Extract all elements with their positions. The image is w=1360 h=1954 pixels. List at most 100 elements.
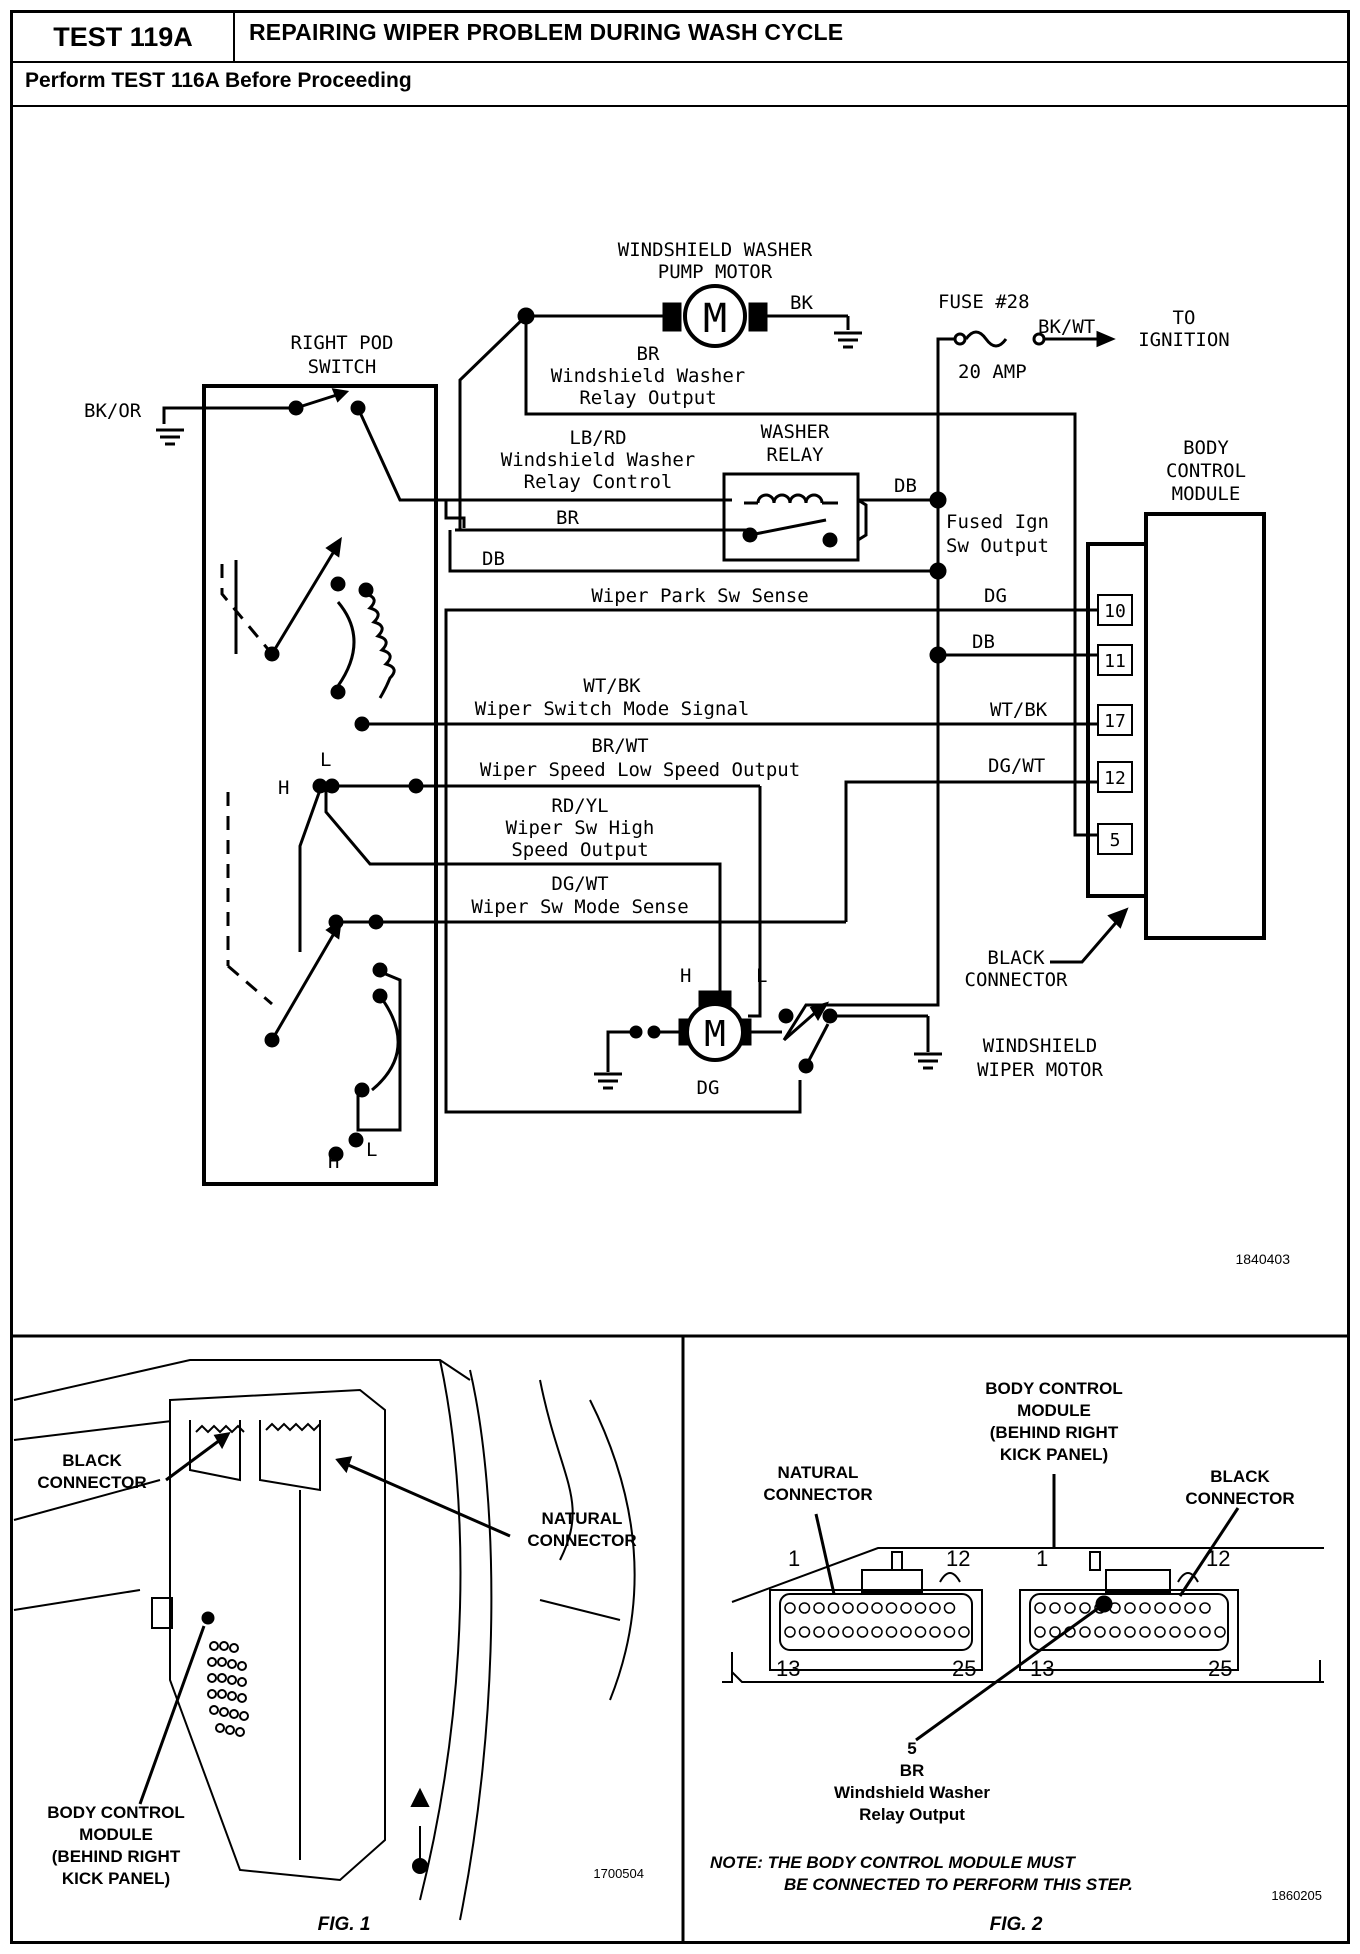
black-connector-pins: [1034, 1602, 1226, 1638]
connector-pin: [943, 1626, 956, 1638]
motor-h-label: H: [680, 965, 691, 987]
wire-brwt-label: BR/WT: [591, 735, 648, 757]
connector-pin: [1094, 1626, 1106, 1638]
connector-pin: [1124, 1602, 1136, 1614]
wire-db-relay-label: DB: [894, 475, 917, 497]
fig2-bcm-label-3: (BEHIND RIGHT: [990, 1423, 1119, 1442]
connector-pin: [1184, 1626, 1196, 1638]
washer-output-label-2: Relay Output: [579, 387, 716, 409]
wire-bkor-label: BK/OR: [84, 400, 142, 422]
fig2-code: 1860205: [1271, 1888, 1322, 1903]
pin-17: 17: [1104, 711, 1126, 732]
connector-pin: [943, 1602, 956, 1614]
wire-dgwt-right-label: DG/WT: [988, 755, 1045, 777]
connector-pin: [813, 1626, 825, 1638]
wire-rdyl-label: RD/YL: [551, 795, 608, 817]
high-speed-label-2: Speed Output: [511, 839, 648, 861]
fig1-natural-connector-label: NATURAL: [542, 1509, 623, 1528]
connector-pin: [1139, 1626, 1151, 1638]
connector-pin: [1034, 1626, 1046, 1638]
right-pod-label: RIGHT POD: [291, 332, 394, 354]
fig2-note-2: BE CONNECTED TO PERFORM THIS STEP.: [784, 1875, 1133, 1894]
connector-pin: [929, 1602, 941, 1614]
connector-pin: [798, 1602, 811, 1614]
connector-pin: [914, 1626, 927, 1638]
wire-bk-label: BK: [790, 292, 813, 314]
pin-5: 5: [1110, 830, 1121, 851]
park-sense-label: Wiper Park Sw Sense: [591, 585, 808, 607]
pin-13-natural: 13: [776, 1656, 800, 1681]
pin-10: 10: [1104, 601, 1126, 622]
pump-motor-label: WINDSHIELD WASHER: [618, 239, 813, 261]
connector-pin: [1049, 1602, 1061, 1614]
wire-dg-label: DG: [984, 585, 1007, 607]
connector-pin: [900, 1602, 912, 1614]
wire-wtbk-right-label: WT/BK: [990, 699, 1048, 721]
connector-pin: [1214, 1626, 1226, 1638]
fig2-illustration: [722, 1547, 1324, 1683]
pin-12: 12: [1104, 768, 1126, 789]
body-control-module-box: [1144, 512, 1266, 940]
connector-pin: [1154, 1602, 1166, 1614]
connector-pin: [1049, 1626, 1061, 1638]
fig1-illustration: [13, 1359, 636, 1921]
fig2-leaders: [814, 1474, 1240, 1742]
connector-pin: [1139, 1602, 1151, 1614]
relay-control-label: Windshield Washer: [501, 449, 695, 471]
fig2-bcm-label: BODY CONTROL: [985, 1379, 1123, 1398]
high-speed-label: Wiper Sw High: [506, 817, 655, 839]
connector-pin: [813, 1602, 825, 1614]
right-pod-label-2: SWITCH: [308, 356, 377, 378]
connector-pin: [871, 1602, 883, 1614]
fig1-black-connector-label: BLACK: [62, 1451, 122, 1470]
connector-pin: [1184, 1602, 1196, 1614]
callout-label: Windshield Washer: [834, 1783, 990, 1802]
black-connector-callout: BLACK: [987, 947, 1045, 969]
connector-pin: [1079, 1602, 1091, 1614]
fused-ign-label: Fused Ign: [946, 511, 1049, 533]
black-connector-box: [1086, 542, 1148, 898]
connector-pin: [827, 1602, 840, 1614]
connector-pin: [1199, 1626, 1211, 1638]
fused-ign-label-2: Sw Output: [946, 535, 1049, 557]
low-speed-label: Wiper Speed Low Speed Output: [480, 759, 800, 781]
mode-signal-label: Wiper Switch Mode Signal: [475, 698, 750, 720]
to-ignition-label: TO: [1173, 307, 1196, 329]
natural-connector-pins: [784, 1602, 970, 1638]
bcm-label-2: CONTROL: [1166, 460, 1246, 482]
motor-l-label: L: [756, 965, 767, 987]
connector-pin: [842, 1626, 854, 1638]
wiper-motor-m: M: [704, 1014, 726, 1055]
mode-sense-label: Wiper Sw Mode Sense: [471, 896, 688, 918]
wiper-motor-symbol: [685, 1002, 745, 1062]
connector-pin: [1199, 1602, 1211, 1614]
fig2-black-label-2: CONNECTOR: [1185, 1489, 1294, 1508]
washer-output-label: Windshield Washer: [551, 365, 745, 387]
pin-11: 11: [1104, 651, 1126, 672]
connector-pin: [784, 1626, 796, 1638]
pin-12-natural: 12: [946, 1546, 970, 1571]
wire-br-label: BR: [637, 343, 660, 365]
pin-13-black: 13: [1030, 1656, 1054, 1681]
wire-db-left-label: DB: [482, 548, 505, 570]
to-ignition-label-2: IGNITION: [1138, 329, 1230, 351]
bottom-h-label: H: [328, 1151, 339, 1173]
fig1-bcm-label-2: MODULE: [79, 1825, 153, 1844]
connector-pin: [1079, 1626, 1091, 1638]
bcm-label-3: MODULE: [1172, 483, 1241, 505]
connector-pin: [798, 1626, 811, 1638]
connector-pin: [856, 1626, 869, 1638]
bottom-l-label: L: [366, 1139, 377, 1161]
wiper-motor-label: WINDSHIELD: [983, 1035, 1097, 1057]
fig2-bcm-label-4: KICK PANEL): [1000, 1445, 1108, 1464]
wire-dgwt-label: DG/WT: [551, 873, 608, 895]
connector-pin: [856, 1602, 869, 1614]
callout-wire: BR: [900, 1761, 925, 1780]
callout-label-2: Relay Output: [859, 1805, 965, 1824]
fuse-label: FUSE #28: [938, 291, 1030, 313]
motor-dg-label: DG: [697, 1077, 720, 1099]
connector-pin: [1109, 1626, 1121, 1638]
fig2-natural-label-2: CONNECTOR: [763, 1485, 872, 1504]
pump-motor-m: M: [703, 296, 727, 342]
